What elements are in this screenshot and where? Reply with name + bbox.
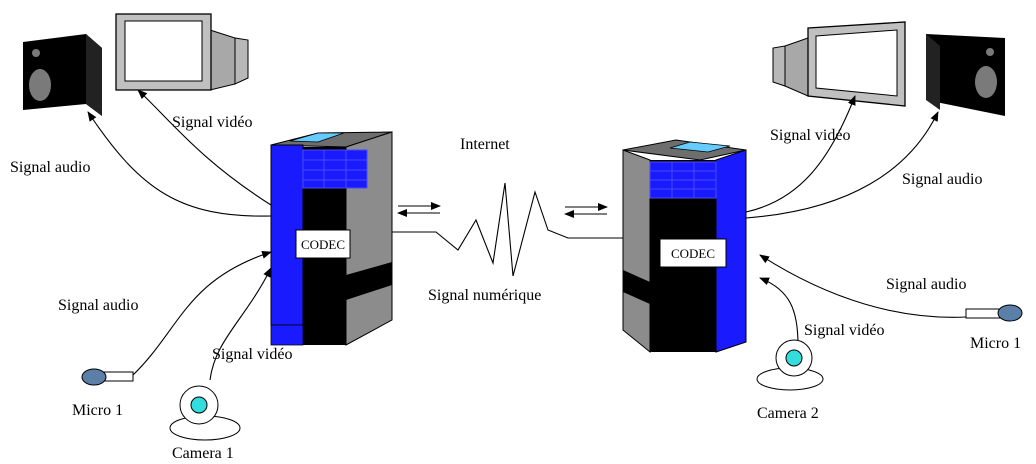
- right-audio-in-wire: [759, 254, 967, 318]
- left-microphone-icon: [81, 368, 134, 386]
- right-codec-tower-icon: [622, 139, 747, 354]
- left-monitor-icon: [115, 13, 249, 91]
- right-video-out-wire: [745, 95, 856, 213]
- right-audio-in-label: Signal audio: [886, 276, 966, 293]
- left-video-in-wire: [209, 267, 272, 381]
- left-speaker-icon: [23, 34, 102, 116]
- left-video-out-wire: [137, 89, 272, 206]
- right-audio-out-wire: [745, 111, 939, 219]
- left-camera-label: Camera 1: [172, 445, 234, 462]
- right-camera-icon: [756, 339, 824, 391]
- right-bidirectional-arrows-icon: [564, 203, 608, 218]
- right-speaker-icon: [926, 34, 1005, 116]
- right-monitor-icon: [772, 21, 906, 107]
- left-bidirectional-arrows-icon: [397, 202, 441, 217]
- right-audio-out-label: Signal audio: [902, 171, 982, 188]
- right-microphone-icon: [965, 304, 1023, 322]
- right-video-out-label: Signal vidéo: [770, 127, 850, 144]
- network-zigzag-wire: [392, 182, 623, 277]
- left-codec-box: [295, 229, 351, 259]
- right-camera-label: Camera 2: [757, 405, 819, 422]
- left-video-in-label: Signal vidéo: [212, 346, 292, 363]
- left-video-out-label: Signal vidéo: [172, 114, 252, 131]
- right-micro-label: Micro 1: [970, 335, 1021, 352]
- internet-label: Internet: [460, 136, 510, 153]
- right-video-in-label: Signal vidéo: [804, 322, 884, 339]
- left-micro-label: Micro 1: [72, 402, 123, 419]
- digital-signal-label: Signal numérique: [428, 287, 541, 304]
- right-codec-box: [659, 238, 727, 268]
- left-audio-in-label: Signal audio: [58, 297, 138, 314]
- left-audio-out-wire: [87, 111, 272, 217]
- right-video-in-wire: [759, 277, 799, 346]
- left-audio-out-label: Signal audio: [10, 159, 90, 176]
- left-camera-icon: [169, 385, 241, 441]
- left-audio-in-wire: [131, 250, 272, 377]
- right-codec-label: CODEC: [671, 246, 715, 261]
- left-codec-label: CODEC: [301, 237, 345, 252]
